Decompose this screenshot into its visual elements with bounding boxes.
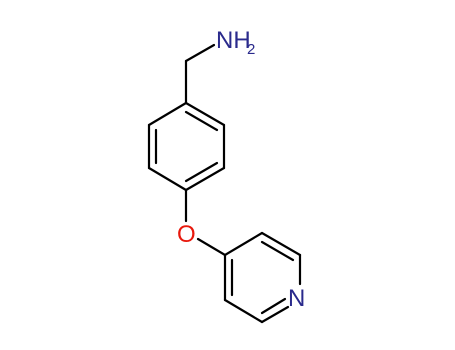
- ether-oxygen-label: O: [177, 221, 196, 248]
- amine-symbol: NH: [216, 27, 251, 54]
- benzene-ring: [147, 101, 226, 192]
- pyridine-ring: [223, 231, 302, 324]
- bond-o-pyridine: [196, 237, 227, 257]
- bond-ch2-n: [184, 43, 216, 63]
- pyridine-nitrogen-label: N: [288, 285, 305, 312]
- amine-label: NH 2: [216, 27, 255, 58]
- amine-subscript: 2: [247, 41, 255, 58]
